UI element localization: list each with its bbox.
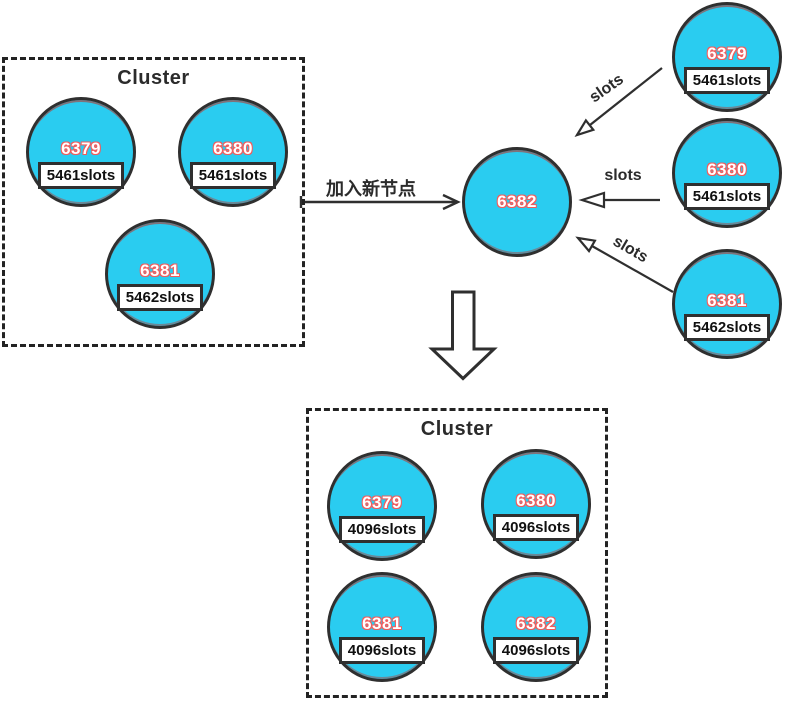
node-6379-after: 6379 4096slots [327, 451, 437, 561]
slots-arrow-from-6381 [575, 236, 674, 293]
slots-badge: 4096slots [338, 637, 426, 664]
slots-arrow-from-6380 [578, 191, 660, 209]
cluster-before-title: Cluster [117, 67, 190, 89]
cluster-after-title: Cluster [420, 418, 494, 440]
slots-badge: 5461slots [683, 67, 771, 94]
slots-badge: 4096slots [338, 516, 426, 543]
slots-arrow-label-6380: slots [604, 167, 642, 184]
cluster-before-box: Cluster 6379 5461slots 6380 5461slots 63… [2, 57, 305, 347]
slots-badge: 5461slots [37, 162, 125, 189]
node-id-label: 6379 [707, 44, 747, 63]
slots-arrow-from-6379 [574, 67, 663, 137]
node-id-label: 6379 [362, 493, 402, 512]
node-id-label: 6382 [497, 192, 537, 211]
slots-badge: 4096slots [492, 514, 580, 541]
node-6380-source: 6380 5461slots [672, 118, 782, 228]
node-id-label: 6380 [213, 139, 253, 158]
node-6381-source: 6381 5462slots [672, 249, 782, 359]
slots-badge: 5462slots [683, 314, 771, 341]
node-6379-source: 6379 5461slots [672, 2, 782, 112]
join-arrow-label: 加入新节点 [326, 179, 416, 199]
node-6382-new: 6382 [462, 147, 572, 257]
node-6382-after: 6382 4096slots [481, 572, 591, 682]
node-id-label: 6381 [140, 261, 180, 280]
node-id-label: 6379 [61, 139, 101, 158]
slots-badge: 5462slots [116, 284, 204, 311]
node-id-label: 6380 [707, 160, 747, 179]
slots-badge: 5461slots [189, 162, 277, 189]
node-id-label: 6382 [516, 614, 556, 633]
transition-down-arrow-icon [428, 290, 498, 381]
node-id-label: 6380 [516, 491, 556, 510]
node-6380-before: 6380 5461slots [178, 97, 288, 207]
node-6381-after: 6381 4096slots [327, 572, 437, 682]
node-id-label: 6381 [707, 291, 747, 310]
node-6380-after: 6380 4096slots [481, 449, 591, 559]
slots-badge: 4096slots [492, 637, 580, 664]
node-6381-before: 6381 5462slots [105, 219, 215, 329]
slots-badge: 5461slots [683, 183, 771, 210]
node-6379-before: 6379 5461slots [26, 97, 136, 207]
node-id-label: 6381 [362, 614, 402, 633]
join-arrow [299, 193, 461, 211]
cluster-after-box: Cluster 6379 4096slots 6380 4096slots 63… [306, 408, 608, 698]
